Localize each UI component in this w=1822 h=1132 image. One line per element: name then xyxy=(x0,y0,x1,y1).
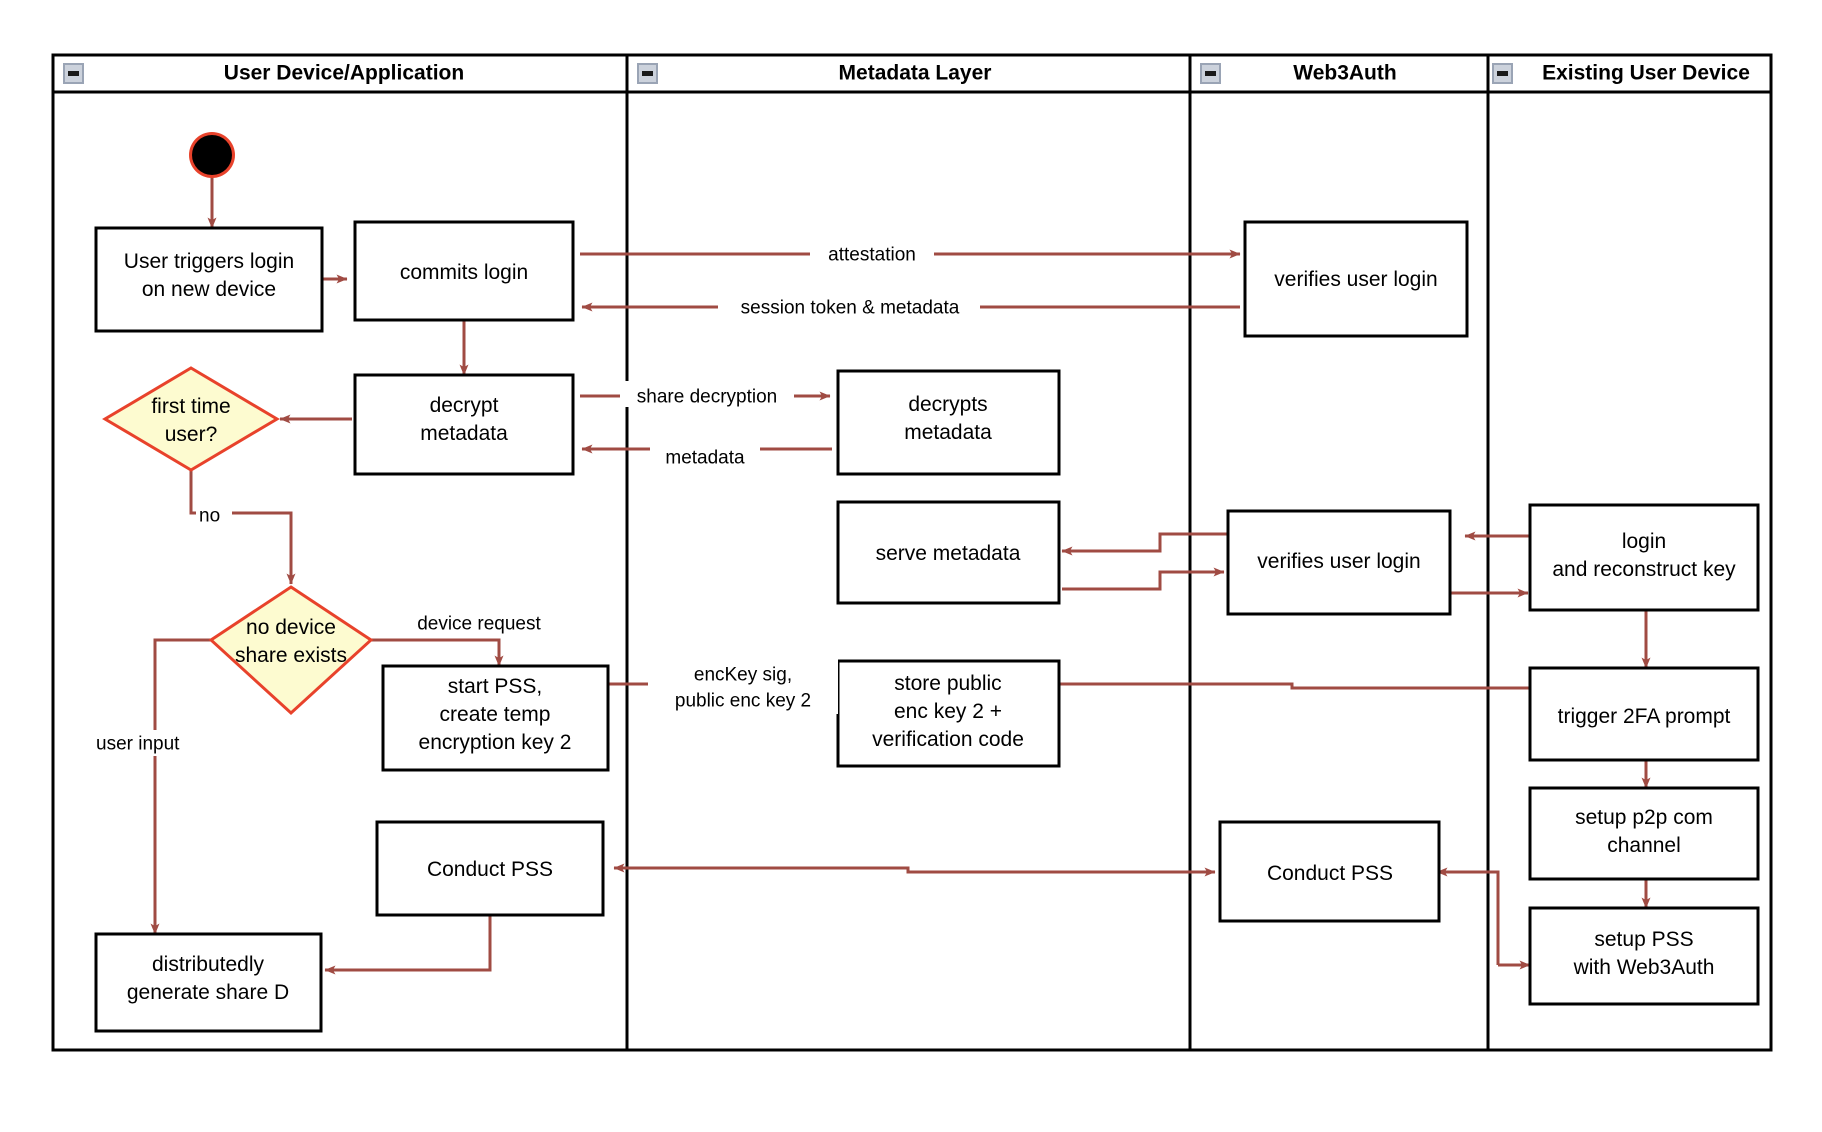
node-user-triggers-login[interactable]: User triggers login on new device xyxy=(94,226,324,333)
edge-serve-metadata-to-verifies-login xyxy=(1062,567,1225,591)
node-label: and reconstruct key xyxy=(1552,558,1736,581)
collapse-minus-icon[interactable] xyxy=(1492,63,1513,84)
node-verifies-user-login-top[interactable]: verifies user login xyxy=(1243,220,1469,338)
edge-no-to-no-device-share xyxy=(189,470,296,585)
edge-conduct-pss-bidirectional xyxy=(613,863,1216,877)
node-label: share exists xyxy=(235,644,347,667)
node-trigger-2fa-prompt[interactable]: trigger 2FA prompt xyxy=(1528,666,1760,762)
edge-conduct-pss-to-generate-share-d xyxy=(324,915,492,975)
node-label: Conduct PSS xyxy=(427,858,553,881)
node-label: serve metadata xyxy=(876,542,1021,565)
node-no-device-share-exists[interactable]: no device share exists xyxy=(208,585,374,716)
node-label: user? xyxy=(165,423,218,446)
lane-header-metadata[interactable]: Metadata Layer xyxy=(637,62,991,85)
collapse-minus-icon[interactable] xyxy=(1200,63,1221,84)
lane-title-metadata: Metadata Layer xyxy=(839,62,992,85)
node-label: login xyxy=(1622,530,1666,553)
edge-label-user-input: user input xyxy=(96,734,180,755)
edge-labels-group: attestation session token & metadata sha… xyxy=(93,239,980,756)
node-start-pss-create-temp-key[interactable]: start PSS, create temp encryption key 2 xyxy=(381,664,610,772)
lane-header-existing-device[interactable]: Existing User Device xyxy=(1492,62,1750,85)
node-verifies-user-login-mid[interactable]: verifies user login xyxy=(1226,509,1452,616)
edge-user-input xyxy=(150,638,211,935)
node-serve-metadata[interactable]: serve metadata xyxy=(836,500,1061,605)
edge-label-no: no xyxy=(199,506,220,527)
edge-label-attestation: attestation xyxy=(828,245,916,266)
node-conduct-pss-web3auth[interactable]: Conduct PSS xyxy=(1218,820,1441,923)
lane-title-existing-device: Existing User Device xyxy=(1542,62,1750,85)
node-label: verifies user login xyxy=(1257,550,1420,573)
edge-label-share-decryption: share decryption xyxy=(637,387,777,408)
node-label: setup p2p com xyxy=(1575,806,1713,829)
node-label: channel xyxy=(1607,834,1681,857)
node-label: store public xyxy=(894,672,1001,695)
edge-setup-pss-to-conduct-pss-web3auth xyxy=(1436,867,1500,965)
node-label: decrypts xyxy=(908,393,987,416)
edge-label-enckey-sig-line1: encKey sig, xyxy=(694,665,792,686)
node-label: create temp xyxy=(440,703,551,726)
node-label: verification code xyxy=(872,728,1024,751)
node-label: generate share D xyxy=(127,981,289,1004)
node-label: encryption key 2 xyxy=(419,731,572,754)
node-commits-login[interactable]: commits login xyxy=(353,220,575,322)
node-conduct-pss-user[interactable]: Conduct PSS xyxy=(375,820,605,917)
node-distributedly-generate-share-d[interactable]: distributedly generate share D xyxy=(94,932,323,1033)
node-label: first time xyxy=(151,395,230,418)
lane-header-user-device[interactable]: User Device/Application xyxy=(63,62,464,85)
node-label: enc key 2 + xyxy=(894,700,1002,723)
node-decrypts-metadata[interactable]: decrypts metadata xyxy=(836,369,1061,476)
node-label: no device xyxy=(246,616,336,639)
edge-label-device-request: device request xyxy=(417,614,541,635)
node-login-and-reconstruct-key[interactable]: login and reconstruct key xyxy=(1528,503,1760,612)
node-label: Conduct PSS xyxy=(1267,862,1393,885)
collapse-minus-icon[interactable] xyxy=(637,63,658,84)
node-setup-pss-with-web3auth[interactable]: setup PSS with Web3Auth xyxy=(1528,906,1760,1006)
edges-group xyxy=(150,175,1651,975)
lane-title-user-device: User Device/Application xyxy=(224,62,464,85)
node-label: with Web3Auth xyxy=(1573,956,1715,979)
node-store-public-enc-key[interactable]: store public enc key 2 + verification co… xyxy=(836,659,1061,768)
node-label: on new device xyxy=(142,278,276,301)
node-label: trigger 2FA prompt xyxy=(1558,705,1731,728)
node-label: setup PSS xyxy=(1594,928,1693,951)
node-first-time-user[interactable]: first time user? xyxy=(102,366,280,472)
edge-verifies-login-to-serve-metadata xyxy=(1061,532,1228,556)
lane-title-web3auth: Web3Auth xyxy=(1293,62,1396,85)
node-label: metadata xyxy=(420,422,508,445)
edge-label-metadata: metadata xyxy=(665,448,745,469)
node-label: decrypt xyxy=(430,394,499,417)
node-start[interactable] xyxy=(189,132,235,178)
edge-device-request xyxy=(371,638,504,667)
edge-label-enckey-sig-line2: public enc key 2 xyxy=(675,691,811,712)
lane-header-web3auth[interactable]: Web3Auth xyxy=(1200,62,1397,85)
node-setup-p2p-com-channel[interactable]: setup p2p com channel xyxy=(1528,786,1760,881)
collapse-minus-icon[interactable] xyxy=(63,63,84,84)
edge-label-session-token: session token & metadata xyxy=(741,298,960,319)
node-label: distributedly xyxy=(152,953,265,976)
node-label: metadata xyxy=(904,421,992,444)
node-label: verifies user login xyxy=(1274,268,1437,291)
node-label: commits login xyxy=(400,261,528,284)
node-decrypt-metadata[interactable]: decrypt metadata xyxy=(353,373,575,476)
edge-store-key-to-trigger-2fa xyxy=(1059,682,1591,693)
node-label: User triggers login xyxy=(124,250,294,273)
node-label: start PSS, xyxy=(448,675,543,698)
